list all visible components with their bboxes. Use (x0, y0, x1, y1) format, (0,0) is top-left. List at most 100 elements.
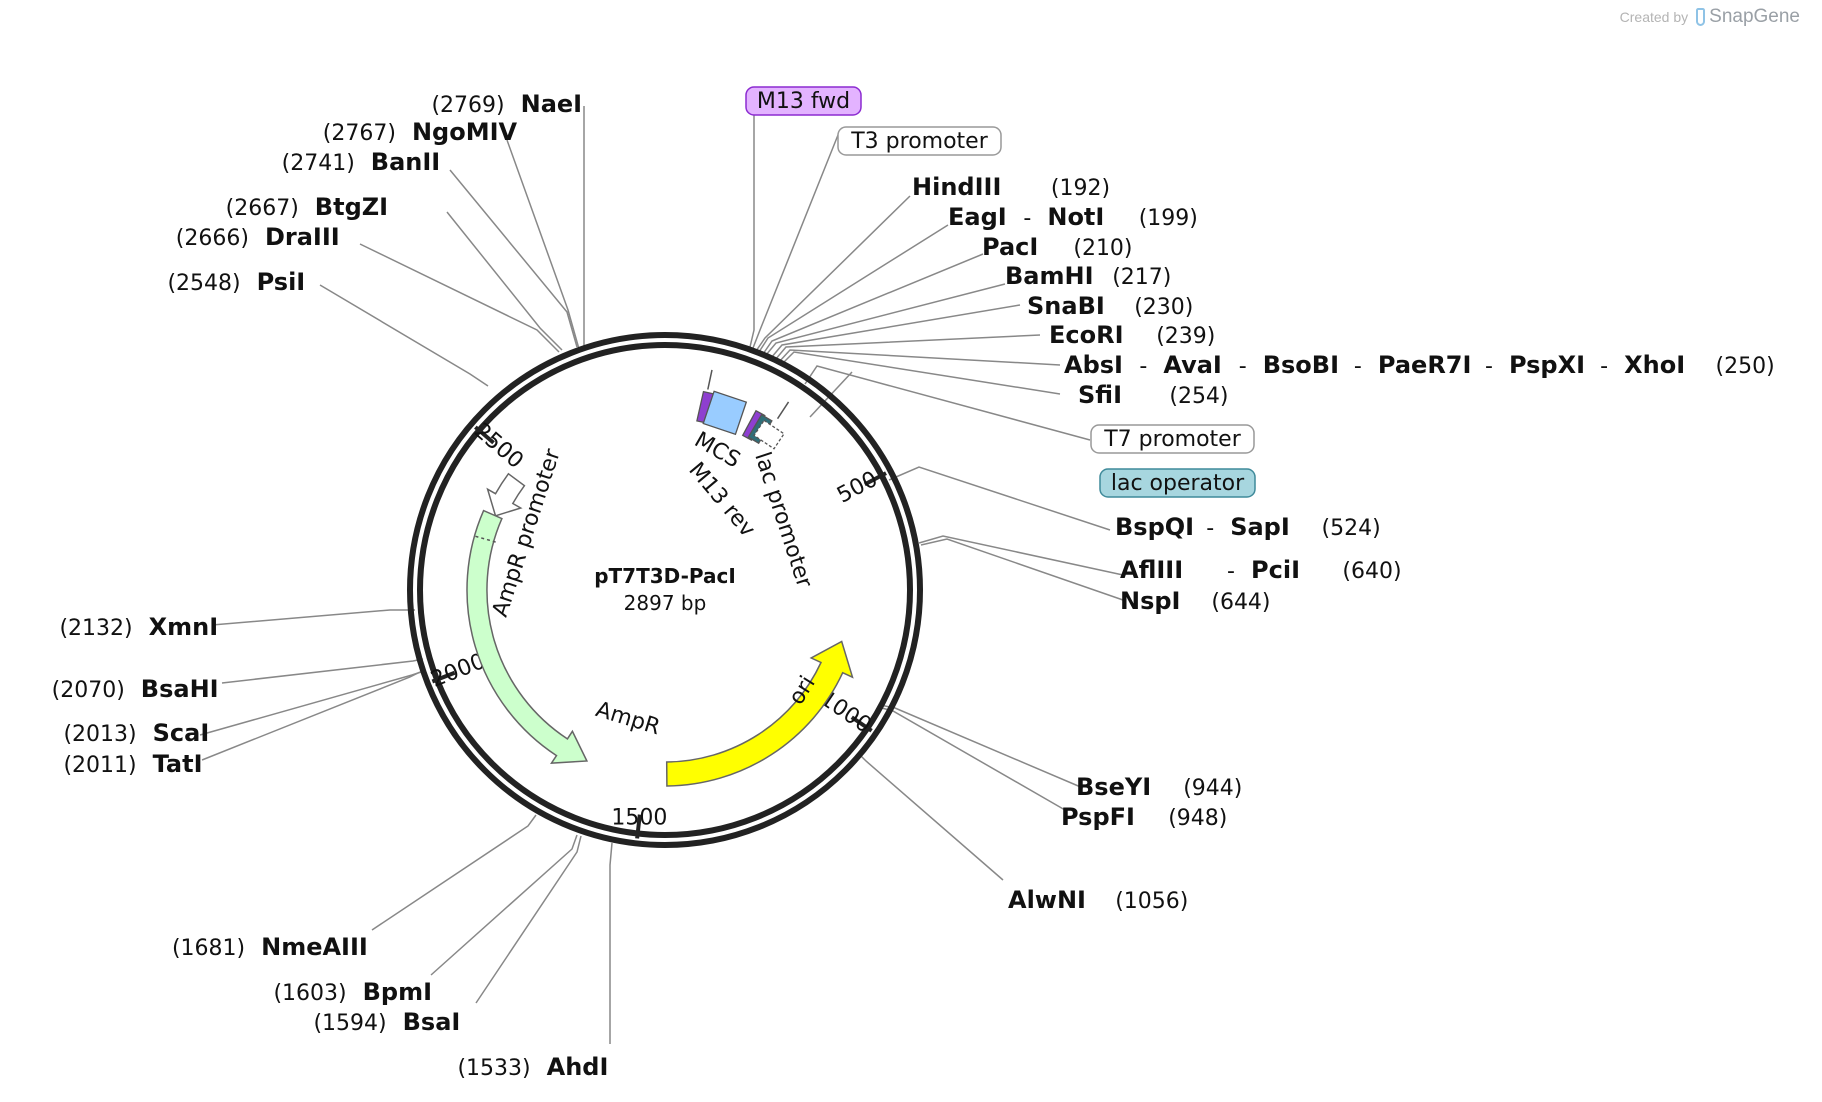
site-scai: (2013)ScaI (63, 719, 209, 747)
ori-arrow (665, 640, 854, 787)
ampr-signal-divider (472, 534, 496, 543)
leader-lines (199, 106, 1124, 1044)
snapgene-credit: Created by SnapGene (1620, 6, 1800, 28)
leader-line (774, 334, 1041, 361)
site-paci: PacI(210) (982, 233, 1133, 261)
site-position: (1681) (172, 936, 245, 961)
leader-line (201, 671, 421, 761)
site-position: (1603) (273, 981, 346, 1006)
site-position: (644) (1211, 590, 1270, 615)
leader-line (211, 609, 415, 626)
site-position: (1056) (1115, 889, 1188, 914)
t3-promoter-box (837, 126, 1002, 156)
lac-operator-label: lac operator (1111, 471, 1245, 496)
leader-line (749, 110, 755, 348)
site-enzyme-name: BpmI (363, 978, 432, 1006)
site-ecori: EcoRI(239) (1049, 321, 1215, 349)
site-separator: - (1139, 354, 1147, 379)
t7-promoter-label: T7 promoter (1103, 427, 1241, 452)
site-position: (217) (1112, 265, 1171, 290)
leader-line (758, 224, 949, 353)
leader-line (762, 253, 984, 355)
site-banii: (2741)BanII (282, 148, 441, 176)
site-enzyme-name: EagI (948, 203, 1007, 231)
site-position: (2666) (176, 226, 249, 251)
site-separator: - (1600, 354, 1608, 379)
leader-line (778, 349, 1061, 366)
site-position: (239) (1156, 324, 1215, 349)
site-enzyme-name: NspI (1120, 587, 1180, 615)
site-xmni: (2132) XmnI (59, 613, 218, 641)
leader-line (755, 195, 911, 352)
site-position: (2132) (59, 616, 132, 641)
plasmid-name: pT7T3D-PacI (594, 564, 736, 588)
site-separator: - (1023, 206, 1031, 231)
site-position: (2769) (431, 93, 504, 118)
t3-promoter-label: T3 promoter (850, 129, 988, 154)
site-position: (1533) (457, 1056, 530, 1081)
site-position: (230) (1134, 295, 1193, 320)
plasmid-size: 2897 bp (624, 591, 707, 615)
site-enzyme-name: DraIII (265, 223, 340, 251)
site-enzyme-name: BsoBI (1263, 351, 1339, 379)
site-position: (524) (1322, 516, 1381, 541)
site-absi: AbsI-AvaI-BsoBI-PaeR7I-PspXI-XhoI(250) (1064, 351, 1775, 379)
site-enzyme-name: BsaI (403, 1008, 461, 1036)
leader-line (446, 211, 563, 351)
site-bpmi: (1603) BpmI (273, 978, 432, 1006)
leader-line (920, 538, 1124, 601)
site-alwni: AlwNI(1056) (1008, 886, 1188, 914)
site-enzyme-name: BtgZI (315, 193, 388, 221)
site-bamhi: BamHI(217) (1005, 262, 1171, 290)
ampr-arrow (466, 509, 589, 764)
m13-fwd-box (745, 86, 862, 116)
site-draiii: (2666) DraIII (176, 223, 340, 251)
backbone-inner-ring (417, 342, 913, 838)
leader-line (319, 284, 489, 387)
leader-line (918, 535, 1124, 576)
site-afliii: AflIII-PciI(640) (1120, 556, 1402, 584)
leader-line (359, 243, 560, 353)
leader-line (888, 466, 1111, 531)
tick-label: 2500 (469, 419, 528, 474)
site-position: (948) (1168, 806, 1227, 831)
site-ngomiv: (2767) NgoMIV (323, 118, 518, 146)
site-enzyme-name: BanII (371, 148, 440, 176)
leader-line (609, 842, 613, 1044)
site-position: (1594) (313, 1011, 386, 1036)
tick-label: 1500 (611, 806, 667, 831)
site-pspfi: PspFI (948) (1061, 803, 1227, 831)
site-nmeaiii: (1681) NmeAIII (172, 933, 368, 961)
site-enzyme-name: BspQI (1115, 513, 1194, 541)
site-enzyme-name: PciI (1251, 556, 1300, 584)
leader-line (221, 658, 424, 684)
site-enzyme-name: NgoMIV (412, 118, 518, 146)
site-hindiii: HindIII(192) (912, 173, 1110, 201)
site-position: (250) (1716, 354, 1775, 379)
leader-line (475, 835, 582, 1004)
site-position: (254) (1169, 384, 1228, 409)
leader-line (877, 706, 1066, 811)
leader-line (449, 169, 578, 348)
site-position: (2667) (226, 196, 299, 221)
site-position: (2767) (323, 121, 396, 146)
site-enzyme-name: XmnI (149, 613, 219, 641)
site-enzyme-name: PspXI (1509, 351, 1585, 379)
site-position: (2070) (52, 678, 125, 703)
site-enzyme-name: NmeAIII (261, 933, 368, 961)
site-bseyi: BseYI(944) (1076, 773, 1242, 801)
m13-rev-label: M13 rev (683, 458, 759, 542)
site-enzyme-name: SnaBI (1027, 292, 1105, 320)
ampr-promoter-arrow (486, 472, 526, 517)
site-position: (640) (1342, 559, 1401, 584)
leader-line (506, 139, 580, 350)
lac-operator-box (1099, 468, 1256, 498)
site-separator: - (1227, 559, 1235, 584)
site-enzyme-name: PspFI (1061, 803, 1135, 831)
mcs-block (702, 390, 748, 436)
leader-line (765, 283, 1006, 356)
credit-brand: SnapGene (1709, 6, 1800, 27)
site-position: (192) (1051, 176, 1110, 201)
